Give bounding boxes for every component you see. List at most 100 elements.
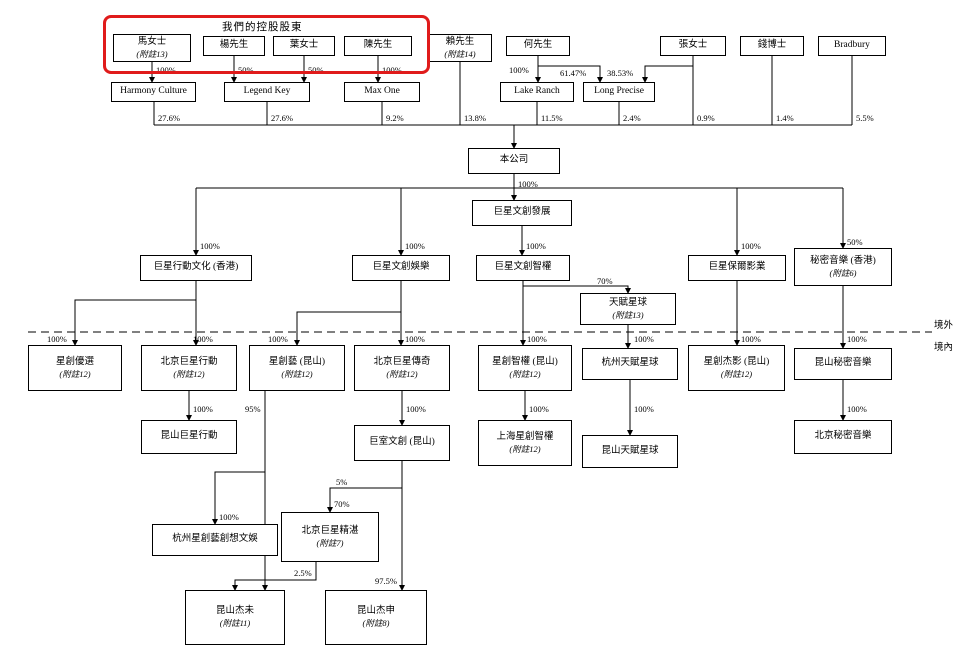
node-label: 昆山杰未 xyxy=(215,606,254,617)
node-note: (附註12) xyxy=(720,368,753,379)
pct-zhang: 0.9% xyxy=(697,113,715,123)
node-jushi: 巨室文創 (昆山) xyxy=(354,425,450,461)
edge-ent-xchuangyi xyxy=(294,311,401,346)
node-label: 上海星創智權 xyxy=(496,431,554,442)
node-label: 巨星文創娛樂 xyxy=(372,262,430,273)
controlling-shareholders-title: 我們的控股股東 xyxy=(222,22,303,33)
pct-maxone: 9.2% xyxy=(386,113,404,123)
pct-hz-cx: 100% xyxy=(219,512,239,522)
pct-bj-secret: 100% xyxy=(847,404,867,414)
pct-bradbury: 5.5% xyxy=(856,113,874,123)
node-jieying: 星創杰影 (昆山)(附註12) xyxy=(688,345,785,391)
edge-he-long xyxy=(538,65,603,83)
node-label: 秘密音樂 (香港) xyxy=(810,255,876,266)
node-ks-jieshen: 昆山杰申(附註8) xyxy=(325,590,427,645)
node-talent: 天賦星球(附註13) xyxy=(580,293,676,325)
node-label: 巨星文創智權 xyxy=(494,262,552,273)
pct-bj-legend: 100% xyxy=(405,334,425,344)
node-ip: 巨星文創智權 xyxy=(476,255,570,281)
pct-ye: 50% xyxy=(308,65,324,75)
node-bj-action: 北京巨星行動(附註12) xyxy=(141,345,237,391)
node-label: 昆山秘密音樂 xyxy=(814,358,872,369)
pct-ks-action: 100% xyxy=(193,404,213,414)
edge-ip-talent xyxy=(523,285,631,294)
node-legend-key: Legend Key xyxy=(224,82,310,102)
node-ye: 葉女士 xyxy=(273,36,335,56)
node-xchuangyi: 星創藝 (昆山)(附註12) xyxy=(249,345,345,391)
node-label: Legend Key xyxy=(243,86,291,97)
pct-jieying: 100% xyxy=(741,334,761,344)
node-label: 星創杰影 (昆山) xyxy=(703,356,770,367)
node-note: (附註8) xyxy=(362,618,390,629)
node-label: Max One xyxy=(364,86,400,97)
node-note: (附註12) xyxy=(509,443,541,454)
pct-lai: 13.8% xyxy=(464,113,486,123)
node-ma: 馬女士(附註13) xyxy=(113,34,191,62)
node-label: Long Precise xyxy=(594,86,644,97)
edge-zhang-long xyxy=(642,65,693,83)
pct-jiewei-95: 95% xyxy=(245,404,261,414)
node-hz-cx: 杭州星創藝創想文娛 xyxy=(152,524,278,556)
pct-ks-secret: 100% xyxy=(847,334,867,344)
node-sh-ip: 上海星創智權(附註12) xyxy=(478,420,572,466)
node-note: (附註12) xyxy=(281,368,313,379)
pct-jushi: 100% xyxy=(406,404,426,414)
pct-ip-ks: 100% xyxy=(527,334,547,344)
pct-hz-talent: 100% xyxy=(634,334,654,344)
pct-secret-hk: 50% xyxy=(847,237,863,247)
node-note: (附註12) xyxy=(509,368,541,379)
pct-legend: 27.6% xyxy=(271,113,293,123)
node-label: 北京秘密音樂 xyxy=(814,431,872,442)
node-qian: 錢博士 xyxy=(740,36,804,56)
node-company: 本公司 xyxy=(468,148,560,174)
node-bradbury: Bradbury xyxy=(818,36,886,56)
pct-jiewei-25: 2.5% xyxy=(294,568,312,578)
node-label: 杭州天賦星球 xyxy=(601,358,659,369)
node-label: 張女士 xyxy=(678,40,708,51)
node-ent: 巨星文創娛樂 xyxy=(352,255,450,281)
pct-talent: 70% xyxy=(597,276,613,286)
node-note: (附註12) xyxy=(386,368,418,379)
node-he: 何先生 xyxy=(506,36,570,56)
node-ks-secret: 昆山秘密音樂 xyxy=(794,348,892,380)
node-note: (附註11) xyxy=(219,618,251,629)
node-label: 杭州星創藝創想文娛 xyxy=(172,534,258,545)
offshore-label: 境外 xyxy=(934,321,954,331)
node-action-hk: 巨星行動文化 (香港) xyxy=(140,255,252,281)
node-note: (附註12) xyxy=(59,368,91,379)
pct-long: 2.4% xyxy=(623,113,641,123)
node-max-one: Max One xyxy=(344,82,420,102)
pct-sh-ip: 100% xyxy=(529,404,549,414)
node-label: 賴先生 xyxy=(445,36,475,47)
node-bj-jingzhan: 北京巨星精湛(附註7) xyxy=(281,512,379,562)
node-label: 星創藝 (昆山) xyxy=(268,356,326,367)
node-label: 本公司 xyxy=(499,155,529,166)
node-ip-ks: 星創智權 (昆山)(附註12) xyxy=(478,345,572,391)
node-yang: 楊先生 xyxy=(203,36,265,56)
node-ks-jiewei: 昆山杰未(附註11) xyxy=(185,590,285,645)
pct-ks-talent: 100% xyxy=(634,404,654,414)
pct-he-lake: 100% xyxy=(509,65,529,75)
node-label: 葉女士 xyxy=(289,40,319,51)
node-label: Lake Ranch xyxy=(514,86,560,97)
pct-ent: 100% xyxy=(405,241,425,251)
node-label: 昆山杰申 xyxy=(356,606,395,617)
node-label: 巨星文創發展 xyxy=(493,207,551,218)
node-label: 星創優選 xyxy=(55,356,94,367)
node-label: 北京巨星行動 xyxy=(160,356,218,367)
pct-ma: 100% xyxy=(156,65,176,75)
pct-xchuangyi: 100% xyxy=(268,334,288,344)
pct-harmony: 27.6% xyxy=(158,113,180,123)
onshore-label: 境內 xyxy=(934,343,954,353)
node-label: Bradbury xyxy=(834,40,870,51)
node-harmony-culture: Harmony Culture xyxy=(111,82,196,102)
node-dev: 巨星文創發展 xyxy=(472,200,572,226)
node-bj-secret: 北京秘密音樂 xyxy=(794,420,892,454)
node-label: 馬女士 xyxy=(137,36,167,47)
node-label: 巨星保爾影業 xyxy=(708,262,766,273)
edge-jingzhan-jiewei xyxy=(232,562,317,591)
edge-xchuangyi-hzcx xyxy=(212,471,265,525)
pct-paul: 100% xyxy=(741,241,761,251)
